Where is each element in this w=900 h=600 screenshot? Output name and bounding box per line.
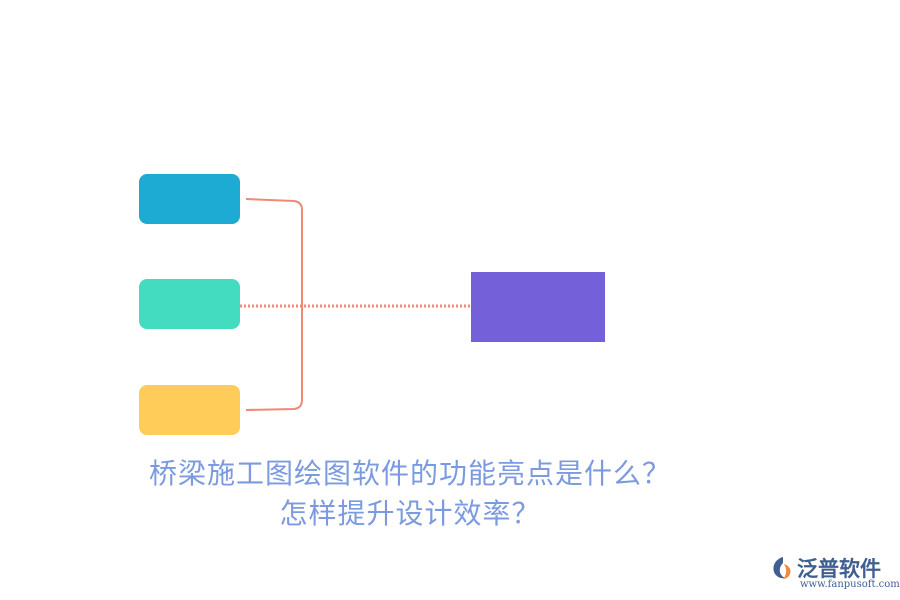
logo-url: www.fanpusoft.com <box>800 579 900 590</box>
caption-title-line-2: 怎样提升设计效率？ <box>279 497 541 530</box>
node-top <box>139 174 240 224</box>
logo-mark-icon <box>773 557 791 579</box>
node-middle <box>139 279 240 329</box>
brand-logo: 泛普软件 www.fanpusoft.com <box>770 553 900 595</box>
logo-name: 泛普软件 <box>797 557 881 581</box>
caption-title-line-1: 桥梁施工图绘图软件的功能亮点是什么？ <box>148 457 671 490</box>
node-center <box>471 272 605 342</box>
node-bottom <box>139 385 240 435</box>
